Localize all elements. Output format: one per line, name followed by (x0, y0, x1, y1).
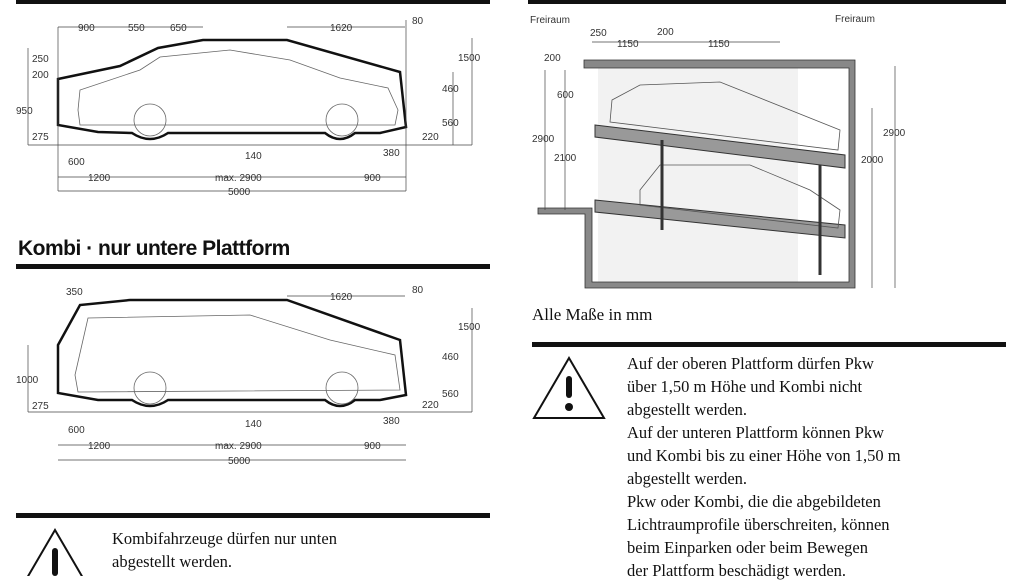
dimension-label: 1620 (330, 292, 353, 303)
dimension-label: 650 (170, 23, 187, 34)
dimension-label: 200 (32, 70, 49, 81)
dimension-label: Auf der oberen Plattform dürfen Pkw (627, 354, 874, 373)
dimension-label: 600 (68, 425, 85, 436)
dimension-label: 1150 (617, 39, 639, 50)
dimension-label: 950 (16, 106, 33, 117)
dimension-label: 460 (442, 352, 459, 363)
dimension-label: 600 (557, 90, 574, 101)
dimension-label: 200 (544, 53, 561, 64)
dimension-label: der Plattform beschädigt werden. (627, 561, 847, 580)
dimension-label: 1620 (330, 23, 353, 34)
dimension-label: 80 (412, 16, 424, 27)
section-rule (528, 0, 1006, 4)
dimension-label: 460 (442, 84, 459, 95)
dimension-label: 275 (32, 132, 49, 143)
dimension-label: 1500 (458, 53, 481, 64)
dimension-label: 5000 (228, 187, 251, 198)
dimension-label: 2100 (554, 153, 577, 164)
dimension-label: 2900 (532, 134, 555, 145)
dimension-label: 600 (68, 157, 85, 168)
dimension-label: 380 (383, 416, 400, 427)
section-rule (16, 0, 490, 4)
dimension-label: 1150 (708, 39, 730, 50)
dimension-label: Lichtraumprofile überschreiten, können (627, 515, 890, 534)
dimension-label: 220 (422, 400, 439, 411)
dimension-label: Auf der unteren Plattform können Pkw (627, 423, 885, 442)
section-rule (16, 264, 490, 269)
sedan-clearance-outline (56, 38, 408, 141)
dimension-label: 550 (128, 23, 145, 34)
dimension-label: beim Einparken oder beim Bewegen (627, 538, 868, 557)
units-note: Alle Maße in mm (532, 305, 653, 324)
dimension-label: 200 (657, 27, 674, 38)
dimension-label: 2900 (883, 128, 906, 139)
platform-warning-text: Auf der oberen Plattform dürfen Pkw über … (627, 352, 901, 582)
dimension-label: abgestellt werden. (112, 552, 233, 571)
kombi-heading: Kombi · nur untere Plattform (18, 237, 290, 260)
dimension-label: 560 (442, 389, 459, 400)
section-rule (532, 342, 1006, 347)
dimension-label: Pkw oder Kombi, die die abgebildeten (627, 492, 881, 511)
dimension-label: 900 (78, 23, 95, 34)
garage-drawing (537, 41, 896, 289)
dimension-label: über 1,50 m Höhe und Kombi nicht (627, 377, 863, 396)
dimension-label: 1000 (16, 375, 39, 386)
dimension-label: 1200 (88, 441, 111, 452)
sedan-car (77, 49, 399, 126)
dimension-label: 250 (32, 54, 49, 65)
dimension-label: 900 (364, 441, 381, 452)
dimension-label: Kombifahrzeuge dürfen nur unten (112, 529, 337, 548)
dimension-label: 900 (364, 173, 381, 184)
dimension-label: 560 (442, 118, 459, 129)
warning-triangle-icon (532, 356, 606, 419)
dimension-label: 2000 (861, 155, 884, 166)
dimension-label: max. 2900 (215, 173, 262, 184)
dimension-label: 380 (383, 148, 400, 159)
warning-triangle-icon (27, 528, 83, 576)
dimension-label: 1500 (458, 322, 481, 333)
dimension-label: 220 (422, 132, 439, 143)
dimension-label: und Kombi bis zu einer Höhe von 1,50 m (627, 446, 901, 465)
kombi-warning-text: Kombifahrzeuge dürfen nur unten abgestell… (112, 527, 337, 573)
dimension-label: 140 (245, 419, 262, 430)
dimension-label: abgestellt werden. (627, 400, 748, 419)
dimension-label: 350 (66, 287, 83, 298)
dimension-label: 140 (245, 151, 262, 162)
dimension-label: Freiraum (835, 14, 875, 25)
section-rule (16, 513, 490, 518)
kombi-profile-drawing (27, 295, 473, 461)
dimension-label: 5000 (228, 456, 251, 467)
dimension-label: 1200 (88, 173, 111, 184)
dimension-label: Freiraum (530, 15, 570, 26)
dimension-label: max. 2900 (215, 441, 262, 452)
dimension-label: 250 (590, 28, 607, 39)
dimension-label: 275 (32, 401, 49, 412)
dimension-label: abgestellt werden. (627, 469, 748, 488)
dimension-label: 80 (412, 285, 424, 296)
